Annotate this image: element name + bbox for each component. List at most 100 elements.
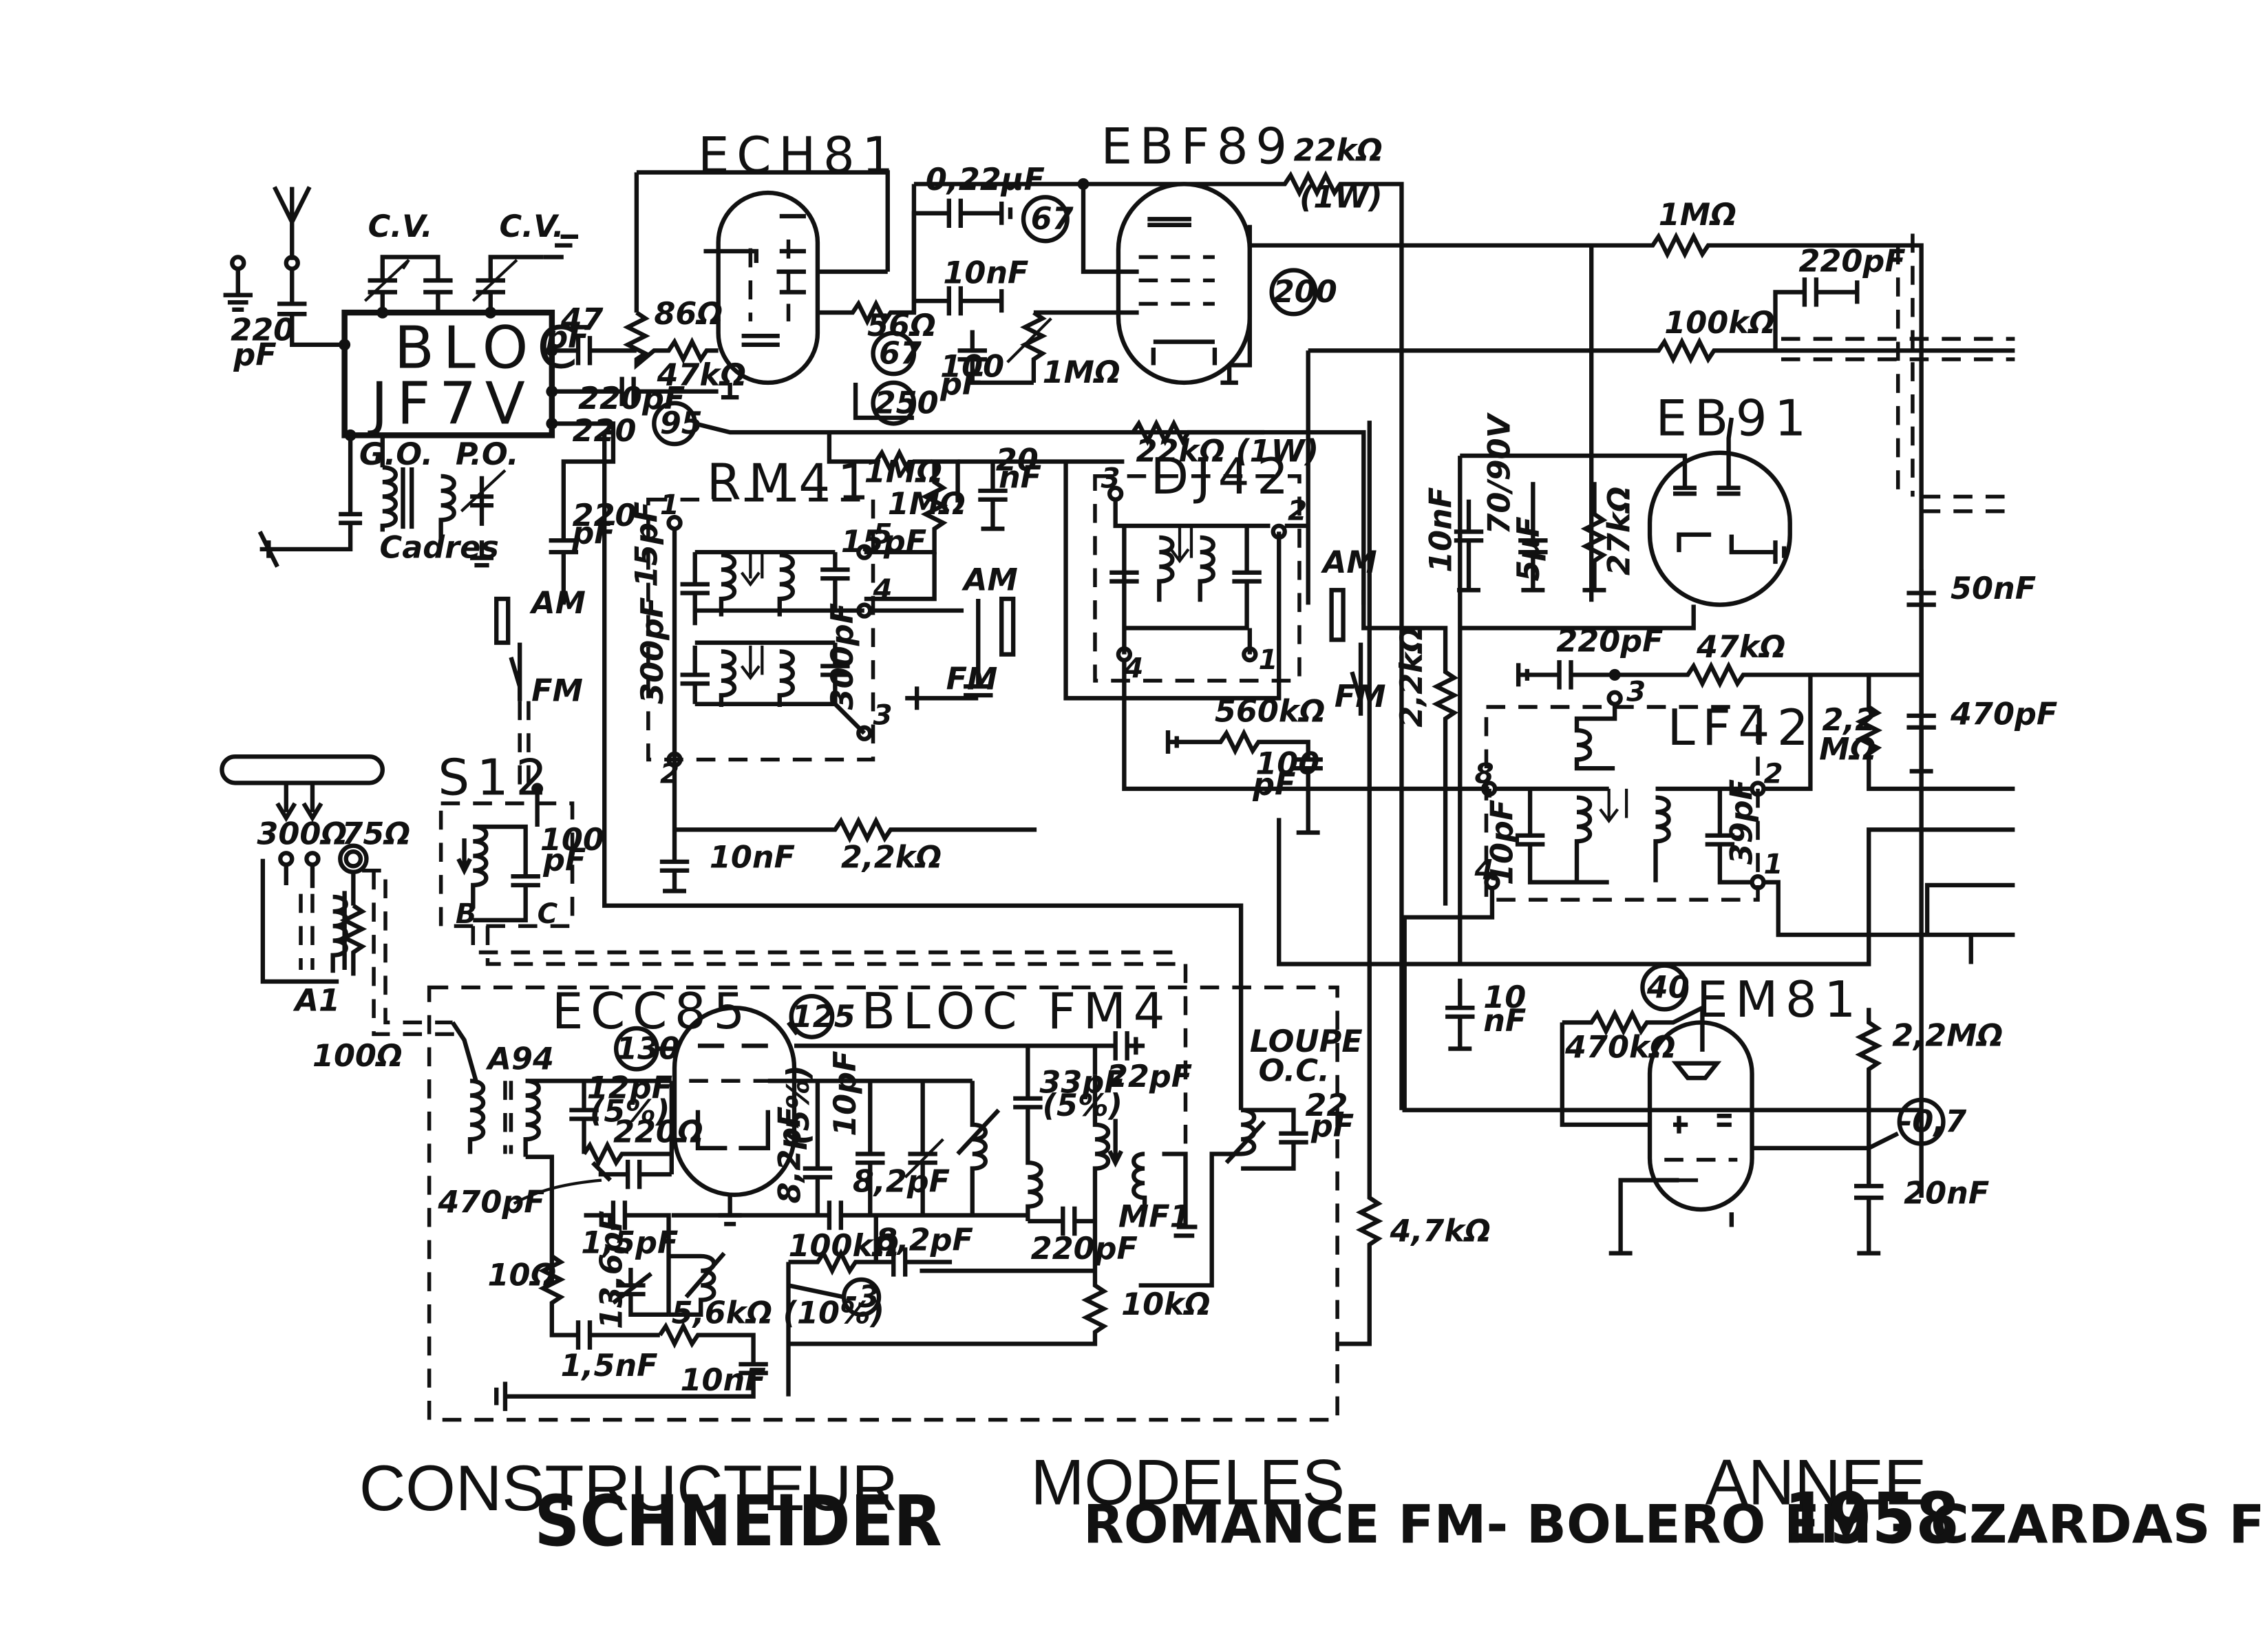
tube-label-ech81: ECH81 [698,127,901,184]
cap-label: 50nF [1951,571,2036,606]
cap-label: 15pF [841,524,926,560]
pin-label: 1 [1259,644,1278,676]
cap-label: 8,2pF [853,1164,950,1200]
dj42-section: 22kΩ (1W) DJ42 3 2 4 1 560kΩ 100 pF [1063,419,1489,835]
cap-label: 22pF [1107,1059,1192,1094]
am-label: AM [529,585,586,621]
cap-rating: 70/90V [1481,412,1517,534]
cap-label: 470pF [437,1184,544,1220]
ebf89-section: EBF89 67 22kΩ (1W) 200 [1021,118,1404,1110]
bloc-fm4-box [427,985,1339,1422]
cv-label: C.V. [368,209,433,244]
impedance-label: 300Ω [257,816,347,852]
res-label: 10kΩ [1121,1286,1210,1322]
cap-unit: pF [542,843,586,878]
pin-label: 1 [1764,848,1783,880]
pin-label: C [538,898,558,930]
pin-label: B [456,898,477,930]
cap-tol: (5%) [780,1065,816,1145]
pin-label: 5 [873,518,893,550]
res-label: 560kΩ [1215,693,1325,729]
cap-unit: pF [1252,766,1295,802]
go-label: G.O. [359,436,433,472]
title-block: CONSTRUCTEUR SCHNEIDER MODELES ROMANCE F… [359,1446,2263,1563]
cap-label: 5μF [1511,516,1547,581]
cap-label: 10 [1483,979,1526,1015]
res-label: 2,2 [1822,702,1876,738]
bloc-code: JF7V [368,370,534,438]
cap-label: 220pF [578,381,685,416]
voltage-value: -0,7 [1900,1104,1966,1140]
cap-label: 10pF [1485,800,1520,885]
cap-label: 10nF [1423,487,1459,573]
tube-eb91 [1647,450,1792,607]
cap-label: 0,22μF [926,162,1045,198]
block-label-oc: O.C. [1259,1052,1330,1088]
modeles-value: ROMANCE FM- BOLERO FM - CZARDAS FM [1083,1494,2263,1556]
cap-label: 1,5nF [561,1348,658,1384]
cap-label: 12pF [587,1070,672,1106]
res-label: 2,2kΩ [1394,626,1430,727]
pin-label: 3 [1626,676,1646,708]
tube-label-ebf89: EBF89 [1101,118,1294,176]
cap-label: 10pF [827,1051,863,1136]
res-label: 2,2MΩ [1892,1017,2003,1053]
res-label: (1W) [1299,179,1383,215]
s12-section: S12 100 pF B C 300Ω 75Ω A1 100Ω [220,749,1188,1227]
res-label: 22kΩ [1293,132,1382,168]
voltage-value: -3 [845,1279,879,1315]
tube-ecc85 [672,1006,797,1197]
tube-ech81 [716,190,820,385]
res-label: 47kΩ [1696,629,1785,665]
block-label-s12: S12 [438,749,554,807]
cap-label: 220 [231,312,295,348]
cap-label: 47 [560,302,604,338]
res-label: 1MΩ [864,454,942,489]
cap-label: 220pF [1798,244,1905,279]
test-point [1021,195,1070,244]
cap-label: 100 [1255,746,1319,782]
test-point-value: 40 [1646,969,1690,1005]
bloc-fm4-section: BLOC FM4 ECC85 125 130 1,5pF A94 12pF (5… [427,983,1363,1422]
cap-label: 20nF [1904,1176,1989,1211]
block-label-mf1: MF1 [1118,1198,1191,1234]
tube-label-em81: EM81 [1697,971,1863,1029]
voltage-marker [1897,1097,1946,1146]
test-point-value: 67 [879,335,922,371]
cap-unit: pF [545,319,588,355]
pin-label: 3 [873,699,893,732]
annee-value: 1958 [1784,1478,1959,1560]
em81-section: 40 EM81 470kΩ 2,2MΩ -0,7 20nF [1560,963,2003,1256]
test-point [871,380,917,426]
ground-icon [223,268,253,313]
test-point [1269,268,1318,317]
cap-tol: (5%) [590,1094,670,1130]
cap-label: 10nF [943,255,1028,291]
antenna-icon [272,186,312,260]
res-label: 1MΩ [1043,354,1120,390]
test-point [789,994,835,1039]
test-point-value: 67 [1031,201,1074,237]
tube-label-eb91: EB91 [1656,390,1814,447]
cap-tol: (5%) [1043,1088,1123,1123]
cap-label: 100 [540,822,604,858]
res-label: 1MΩ [1659,197,1736,233]
test-point [1640,963,1689,1012]
pin-label: 4 [1123,653,1143,685]
constructeur-label: CONSTRUCTEUR [359,1452,898,1524]
block-label-lf42: LF42 [1668,699,1816,757]
fm-label: FM [531,673,583,709]
res-label: 470kΩ [1564,1029,1675,1065]
cap-label: 10nF [681,1362,766,1398]
annee-label: ANNEE [1706,1446,1927,1518]
res-label: 22kΩ (1W) [1136,434,1319,469]
cv-label: C.V. [499,209,564,244]
cap-label: 15pF [629,502,665,587]
cap-unit: nF [1483,1003,1526,1039]
rm41-section: RM41 1 5 4 3 2 15pF 15pF 300pF 300pF 10n… [629,432,1125,893]
cap-label: 300pF [825,603,860,710]
eb91-section: EB91 10nF 5μF 70/90V 27kΩ 50nF 470pF 2,2… [1277,390,2057,1051]
res-label: 5,6kΩ (10%) [672,1295,884,1331]
block-label-a1: A1 [293,982,340,1018]
